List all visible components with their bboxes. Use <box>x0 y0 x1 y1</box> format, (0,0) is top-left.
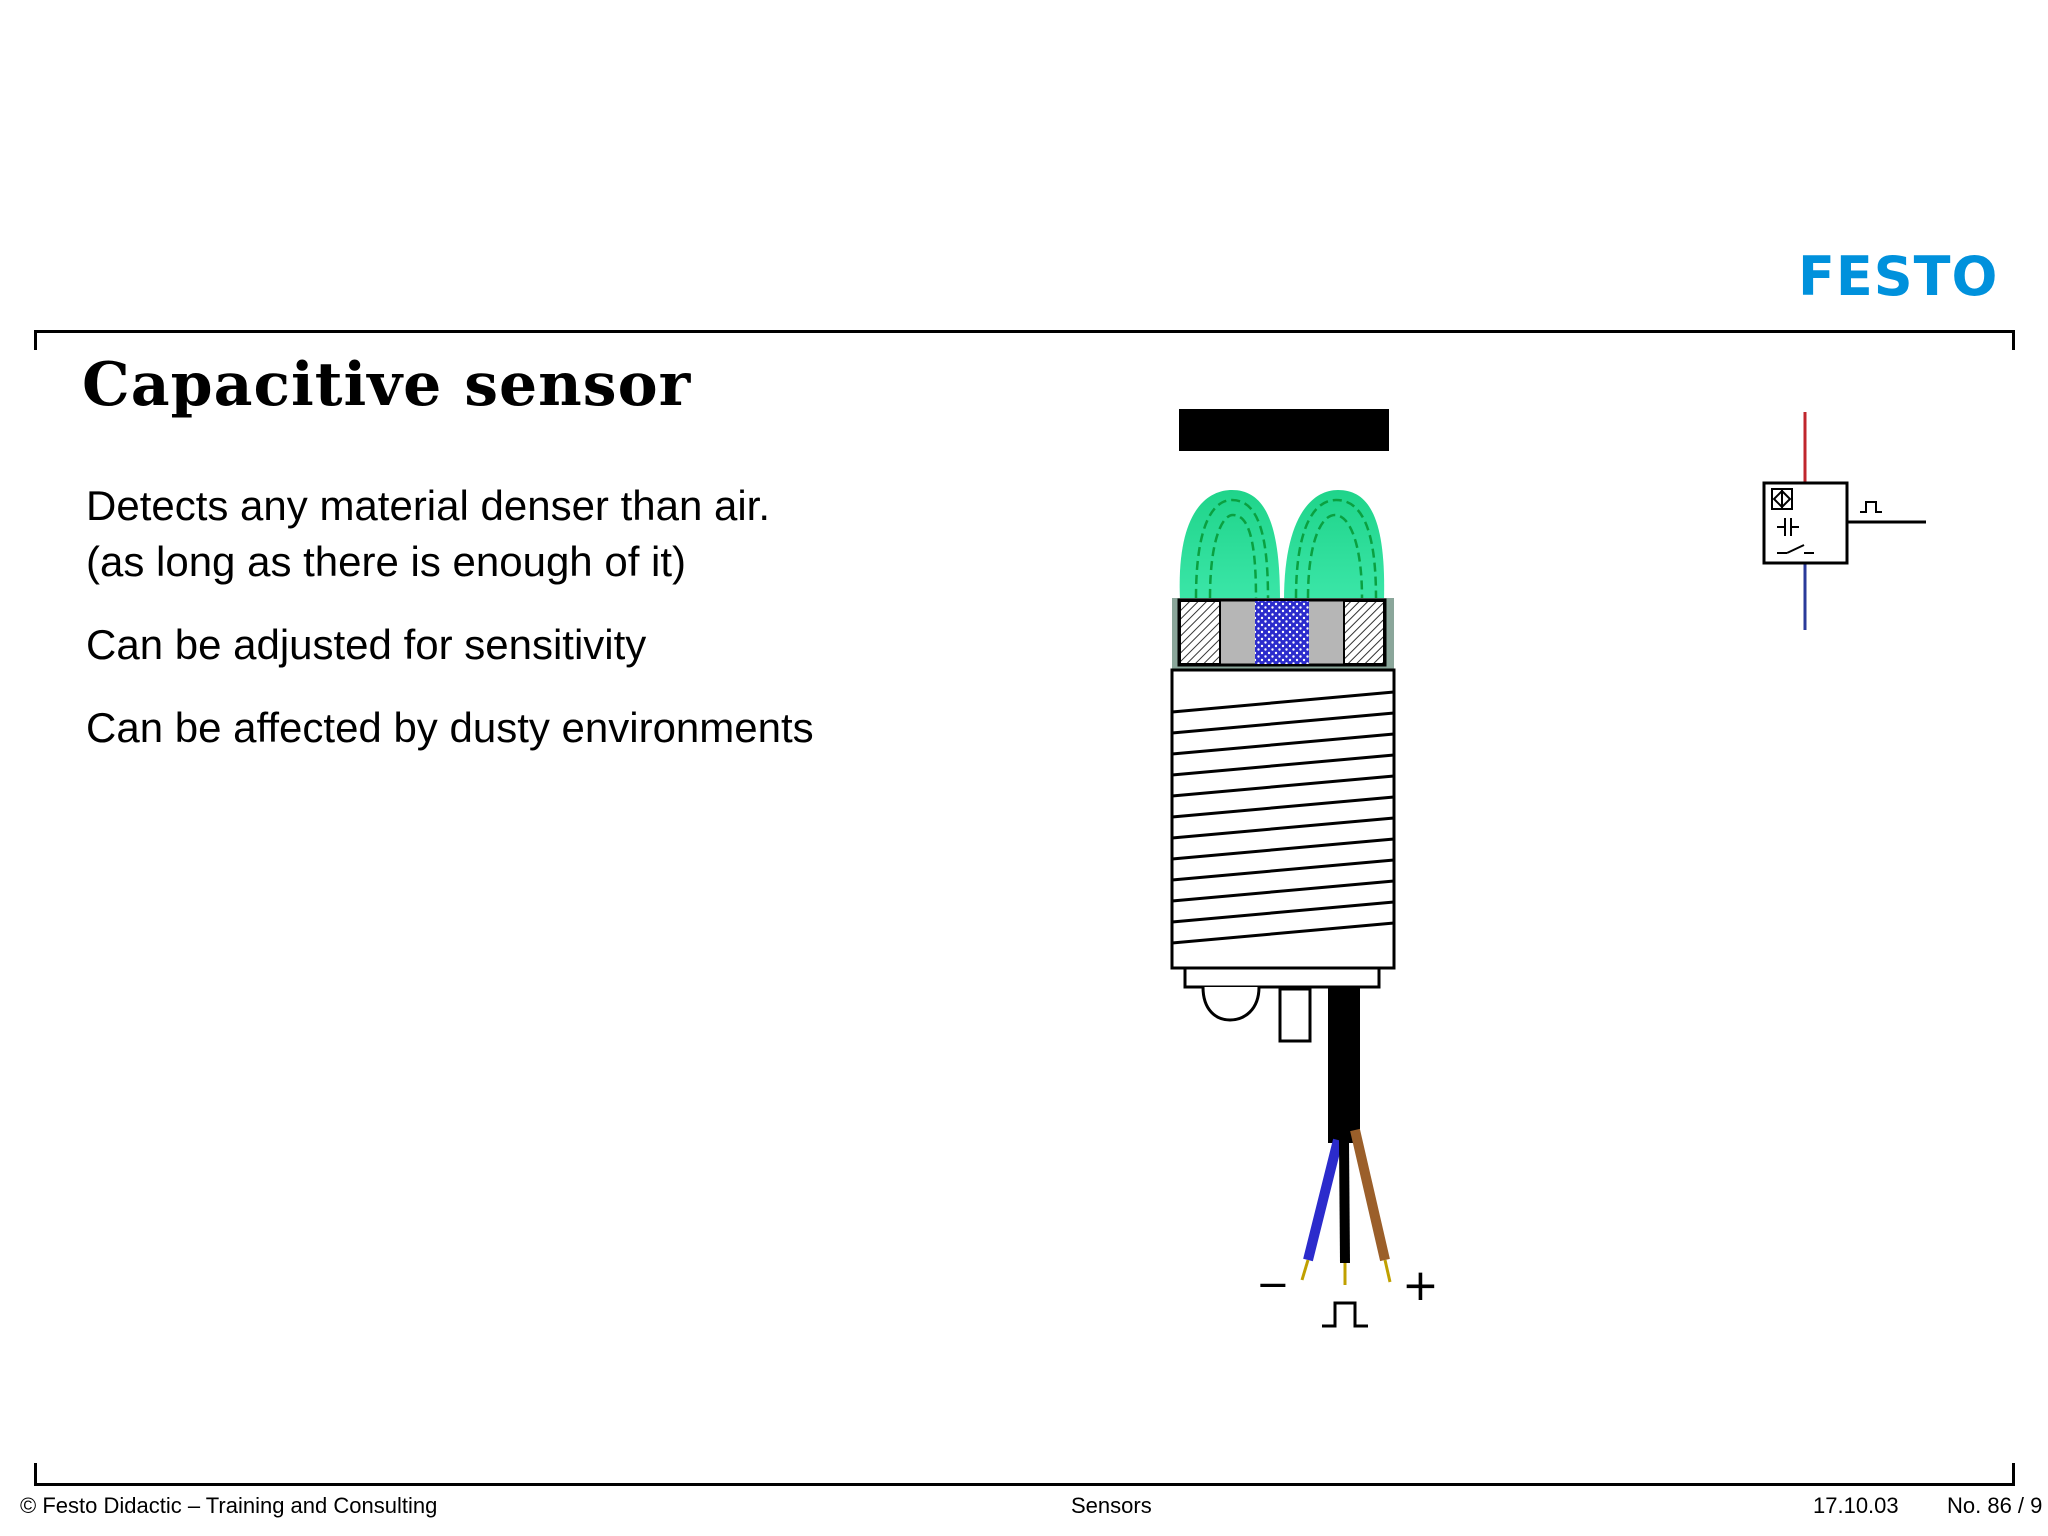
target-object <box>1179 409 1389 451</box>
wire-brown <box>1350 1128 1390 1262</box>
circuit-symbol <box>1762 412 1926 630</box>
wire-blue <box>1303 1138 1343 1262</box>
minus-label: − <box>1256 1262 1290 1308</box>
bullet-list: Detects any material denser than air. (a… <box>86 478 986 783</box>
plus-label: + <box>1402 1260 1439 1311</box>
footer-date: 17.10.03 <box>1813 1493 1899 1518</box>
wire-tip <box>1300 1259 1310 1281</box>
led-indicator <box>1201 986 1261 1022</box>
slide-title: Capacitive sensor <box>82 350 692 420</box>
wire-black <box>1339 1139 1350 1264</box>
cable <box>1328 987 1360 1143</box>
bullet-line: (as long as there is enough of it) <box>86 538 687 585</box>
sensing-face <box>1172 598 1394 670</box>
footer-copyright: © Festo Didactic – Training and Consulti… <box>20 1493 438 1518</box>
frame-corner-tl <box>34 330 37 350</box>
potentiometer <box>1278 987 1312 1043</box>
pulse-output-icon <box>1322 1301 1368 1328</box>
frame-bottom-rule <box>34 1483 2015 1486</box>
threaded-housing <box>1170 668 1396 970</box>
bullet-item: Can be adjusted for sensitivity <box>86 617 986 673</box>
frame-corner-tr <box>2012 330 2015 350</box>
frame-corner-br <box>2012 1463 2015 1485</box>
bullet-line: Detects any material denser than air. <box>86 482 771 529</box>
footer-page-number: No. 86 / 9 <box>1947 1493 2043 1518</box>
bullet-item: Detects any material denser than air. (a… <box>86 478 986 590</box>
bullet-item: Can be affected by dusty environments <box>86 700 986 756</box>
wire-tip <box>1383 1259 1392 1283</box>
bullet-line: Can be adjusted for sensitivity <box>86 621 647 668</box>
footer-topic: Sensors <box>1071 1493 1152 1518</box>
festo-logo: FESTO <box>1798 245 1999 308</box>
bullet-line: Can be affected by dusty environments <box>86 704 814 751</box>
frame-corner-bl <box>34 1463 37 1485</box>
electric-field-lobes <box>1179 490 1385 600</box>
frame-top-rule <box>34 330 2015 333</box>
base-ring <box>1183 966 1381 989</box>
